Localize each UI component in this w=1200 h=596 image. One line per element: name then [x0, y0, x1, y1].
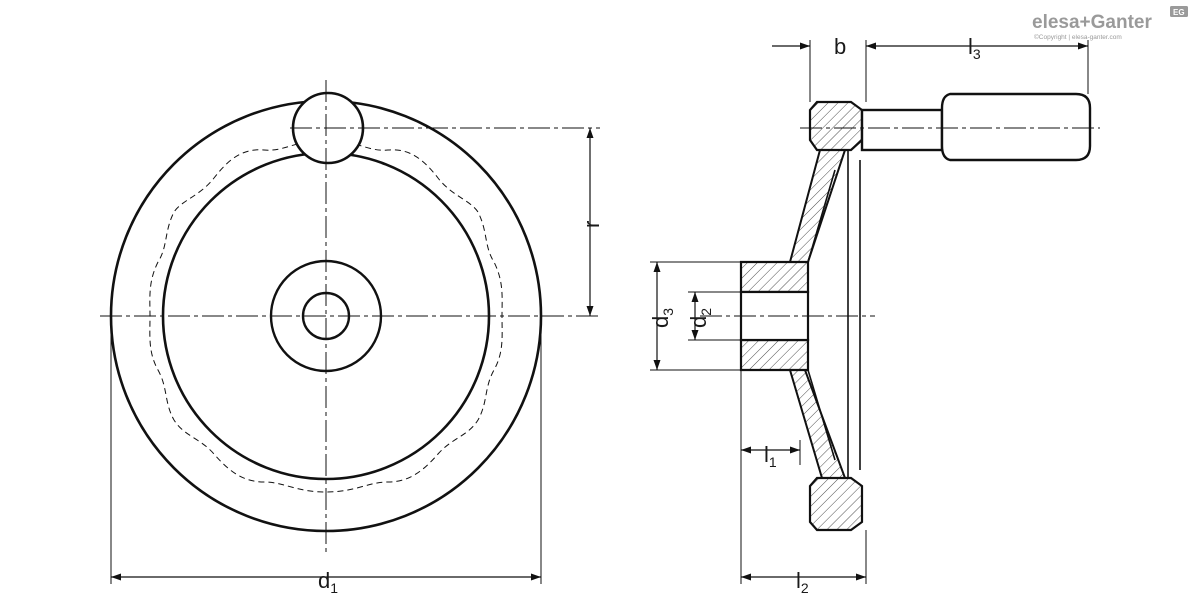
brand-badge-text: EG — [1173, 8, 1185, 17]
label-d1: d1 — [318, 568, 338, 596]
label-d2: d2 — [686, 308, 714, 328]
hub-section-upper — [739, 260, 810, 294]
hub-section-lower — [739, 338, 810, 372]
handle-pin — [860, 108, 944, 152]
front-view — [100, 80, 600, 584]
wavy-spoke-contour — [149, 139, 503, 493]
label-l2: l2 — [796, 568, 809, 596]
disc-face — [807, 150, 861, 478]
handle-grip — [940, 92, 1092, 162]
label-r: r — [579, 221, 604, 228]
brand-copyright: ©Copyright | elesa-ganter.com — [1034, 33, 1122, 41]
brand-name-left: elesa — [1032, 12, 1080, 33]
label-l1: l1 — [764, 442, 777, 470]
side-extension-lines — [650, 40, 1089, 584]
side-centerlines — [700, 127, 1100, 317]
spoke-web-lower — [788, 369, 847, 479]
label-d3: d3 — [648, 308, 676, 328]
front-extension-lines — [110, 320, 542, 584]
brand-name-right: Ganter — [1091, 12, 1153, 33]
label-b: b — [834, 34, 846, 59]
crank-handle — [860, 92, 1092, 162]
brand-plus: + — [1080, 12, 1091, 33]
label-l3: l3 — [968, 34, 981, 62]
rim-section-bottom — [808, 476, 864, 532]
brand-badge — [1170, 6, 1188, 17]
side-view — [650, 40, 1100, 584]
brand-logo: elesa+Ganter EG ©Copyright | elesa-gante… — [1032, 6, 1188, 41]
side-dimension-lines — [653, 42, 1088, 581]
rim-section-top — [808, 100, 864, 152]
front-centerlines — [100, 80, 600, 555]
spoke-web — [788, 149, 847, 263]
svg-text:elesa+Ganter: elesa+Ganter — [1032, 12, 1153, 33]
